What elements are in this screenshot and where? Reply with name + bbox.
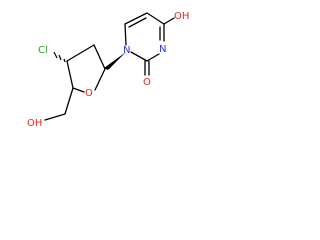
bond-c6-c5-double: [128, 17, 147, 28]
bond-n1-c1-wedge: [104, 52, 126, 70]
bond-c6-c5: [124, 12, 148, 25]
bond-c3p-cl-hash: [53, 51, 66, 63]
atom-n3: N: [159, 44, 166, 55]
bond-c3p-c4p: [66, 60, 74, 89]
bond-c1-c2p: [93, 44, 106, 70]
bond-n1-c6: [124, 23, 127, 46]
bond-c2-n1: [130, 51, 148, 62]
bond-c4p-c5p: [64, 87, 74, 115]
bond-c5p-oh: [44, 113, 66, 121]
atom-o-ring: O: [85, 88, 93, 99]
structure-drawing: Cl O OH N N O OH: [27, 11, 189, 129]
bond-c2p-c3p: [66, 44, 95, 62]
molecule-diagram: Cl O OH N N O OH: [0, 0, 209, 142]
atom-n1: N: [123, 45, 130, 56]
bond-n3-c2: [146, 53, 160, 62]
atom-cl: Cl: [38, 45, 48, 56]
bond-c4-oh: [163, 17, 175, 25]
bond-c5-c4: [146, 12, 165, 25]
bond-c4p-o: [72, 87, 85, 93]
atom-oh-hydroxymethyl: OH: [27, 118, 42, 129]
atom-o-carbonyl: O: [143, 77, 151, 88]
bond-o-c1: [94, 68, 106, 91]
atom-oh-enol: OH: [174, 11, 189, 22]
